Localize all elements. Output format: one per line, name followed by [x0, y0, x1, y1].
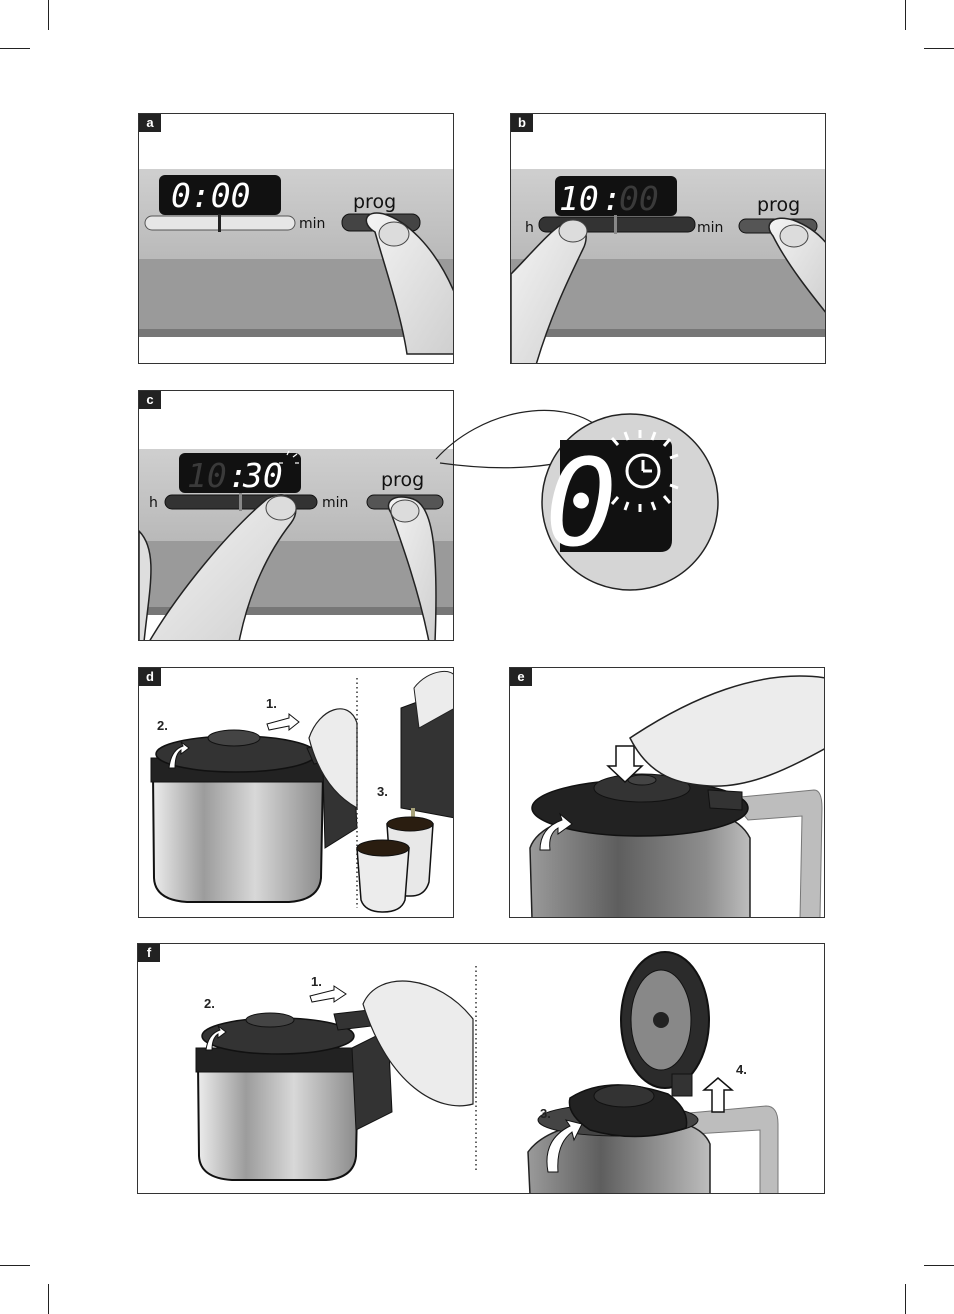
unit-h-label: h [149, 495, 158, 511]
step-label: 2. [157, 718, 168, 733]
crop-mark [0, 48, 30, 49]
crop-mark [48, 0, 49, 30]
panel-tag: f [138, 944, 160, 962]
svg-text::: : [602, 179, 622, 218]
unit-min-label: min [697, 220, 723, 236]
machine-body [677, 1105, 779, 1193]
fingernail [378, 221, 410, 247]
panel-e-illustration [529, 675, 824, 917]
thermo-jug [151, 772, 325, 903]
unit-min-label: min [322, 495, 348, 511]
unit-h-label: h [525, 220, 534, 236]
crop-mark [924, 48, 954, 49]
step-label: 3. [377, 784, 388, 799]
step-label: 3. [540, 1106, 551, 1121]
panel-c-illustration [139, 449, 453, 640]
lid-button[interactable] [707, 789, 743, 811]
panel-c: c 10 : 30 h min prog [138, 390, 454, 641]
panel-a: a 0:00 min prog [138, 113, 454, 364]
rotate-arrow [546, 1119, 583, 1173]
rotate-arrow [205, 1025, 227, 1051]
crop-mark [48, 1284, 49, 1314]
magnifier-circle [541, 413, 719, 591]
arrow-right [309, 985, 347, 1003]
step-label: 2. [204, 996, 215, 1011]
clock-indicator-small [279, 450, 299, 464]
svg-text::: : [228, 456, 248, 495]
rotate-arrow [168, 741, 190, 769]
panel-tag: e [510, 668, 532, 686]
step-label: 4. [736, 1062, 747, 1077]
display-hours: 10 [187, 456, 227, 495]
unit-min-label: min [299, 216, 325, 232]
arrow-up [701, 1077, 735, 1113]
crop-mark [905, 1284, 906, 1314]
prog-label: prog [757, 194, 800, 216]
prog-label: prog [353, 191, 396, 213]
panel-d-illustration [150, 670, 453, 913]
lcd-display [179, 453, 301, 493]
panel-tag: b [511, 114, 533, 132]
step-label: 1. [266, 696, 277, 711]
slider-handle[interactable] [218, 214, 221, 232]
finger-press-left [511, 220, 587, 363]
panel-f: f 1. 2. 3. 4. [137, 943, 825, 1194]
finger-press-right [387, 496, 437, 640]
rotate-arrow [539, 812, 573, 851]
thermo-jug [196, 1063, 360, 1181]
panel-d: d 1. 2. 3. [138, 667, 454, 918]
arrow-down [606, 745, 644, 784]
cup [356, 847, 410, 913]
zoom-digit: 0 [545, 435, 617, 574]
panel-tag: a [139, 114, 161, 132]
slider-handle[interactable] [239, 493, 242, 511]
panel-b-illustration [511, 169, 825, 363]
hand [362, 980, 474, 1107]
panel-b: b 10 : 00 h min prog [510, 113, 826, 364]
crop-mark [924, 1265, 954, 1266]
slider-handle[interactable] [614, 215, 617, 234]
crop-mark [0, 1265, 30, 1266]
panel-tag: d [139, 668, 161, 686]
crop-mark [905, 0, 906, 30]
step-label: 1. [311, 974, 322, 989]
display-minutes: 30 [242, 456, 283, 495]
blink-rays [610, 430, 679, 512]
hand [629, 675, 824, 787]
display-minutes: 00 [619, 179, 659, 218]
prog-label: prog [381, 469, 424, 491]
hand [308, 708, 358, 810]
finger-press [365, 212, 453, 355]
clock-icon [625, 453, 661, 489]
panel-a-illustration [139, 169, 453, 355]
panel-e: e [509, 667, 825, 918]
lcd-display [555, 176, 677, 216]
panel-tag: c [139, 391, 161, 409]
panel-f-illustration [195, 951, 779, 1193]
arrow-right [266, 712, 300, 732]
lcd-display [159, 175, 281, 215]
display-hours: 10 [559, 179, 599, 218]
display-time: 0:00 [171, 176, 250, 215]
